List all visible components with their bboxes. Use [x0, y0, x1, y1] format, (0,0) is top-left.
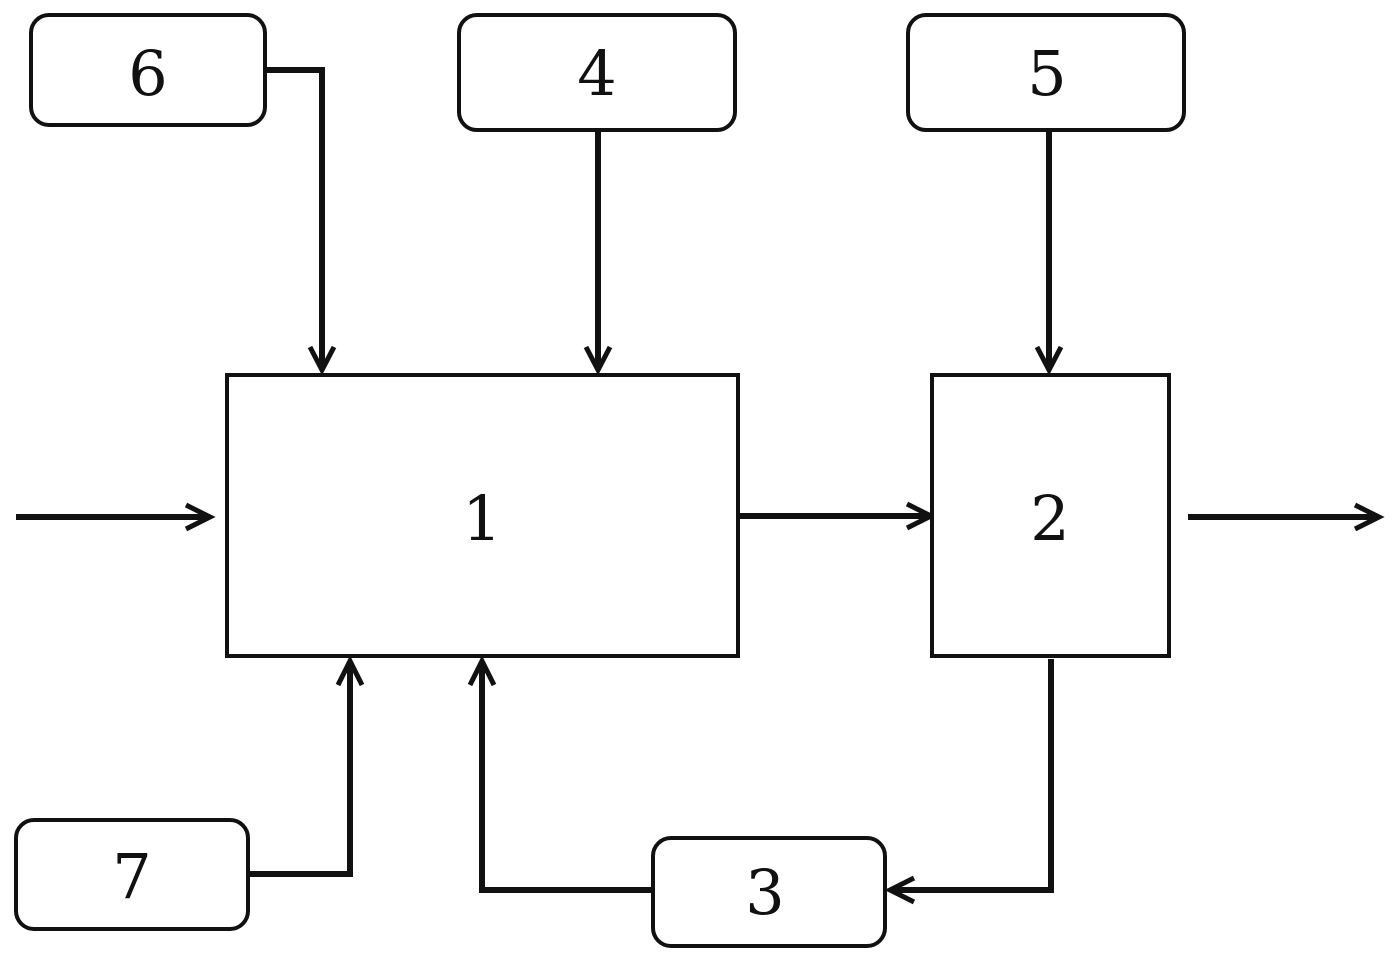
output-arrowhead	[1353, 502, 1385, 532]
block-4: 4	[457, 13, 737, 132]
arrow-7-to-1-head	[335, 655, 365, 687]
arrow-4-to-1-head	[583, 345, 613, 376]
arrow-6-to-1-head	[307, 345, 337, 376]
block-7-frame	[14, 818, 250, 931]
block-3: 3	[651, 836, 887, 948]
arrow-6-to-1	[265, 67, 325, 368]
arrow-3-to-1	[479, 664, 653, 893]
block-6-label: 6	[128, 37, 167, 110]
arrow-2-to-3	[893, 659, 1054, 893]
block-2-frame	[930, 373, 1171, 658]
arrow-2-to-3-head	[884, 875, 916, 905]
block-1: 1	[225, 373, 740, 658]
arrow-7-to-1	[250, 664, 353, 877]
block-1-label: 1	[462, 482, 501, 555]
block-6: 6	[29, 13, 267, 127]
block-7: 7	[14, 818, 250, 931]
arrow-5-to-2-head	[1034, 345, 1064, 376]
connectors	[16, 67, 1385, 905]
block-6-frame	[29, 13, 267, 127]
block-5: 5	[906, 13, 1186, 132]
block-4-frame	[457, 13, 737, 132]
block-5-frame	[906, 13, 1186, 132]
input-arrowhead	[184, 502, 216, 532]
block-3-frame	[651, 836, 887, 948]
block-1-frame	[225, 373, 740, 658]
block-2: 2	[930, 373, 1171, 658]
block-4-label: 4	[577, 37, 616, 110]
block-5-label: 5	[1027, 37, 1066, 110]
block-7-label: 7	[112, 840, 151, 913]
block-3-label: 3	[745, 856, 784, 929]
arrow-3-to-1-head	[467, 655, 497, 687]
block-2-label: 2	[1030, 482, 1069, 555]
